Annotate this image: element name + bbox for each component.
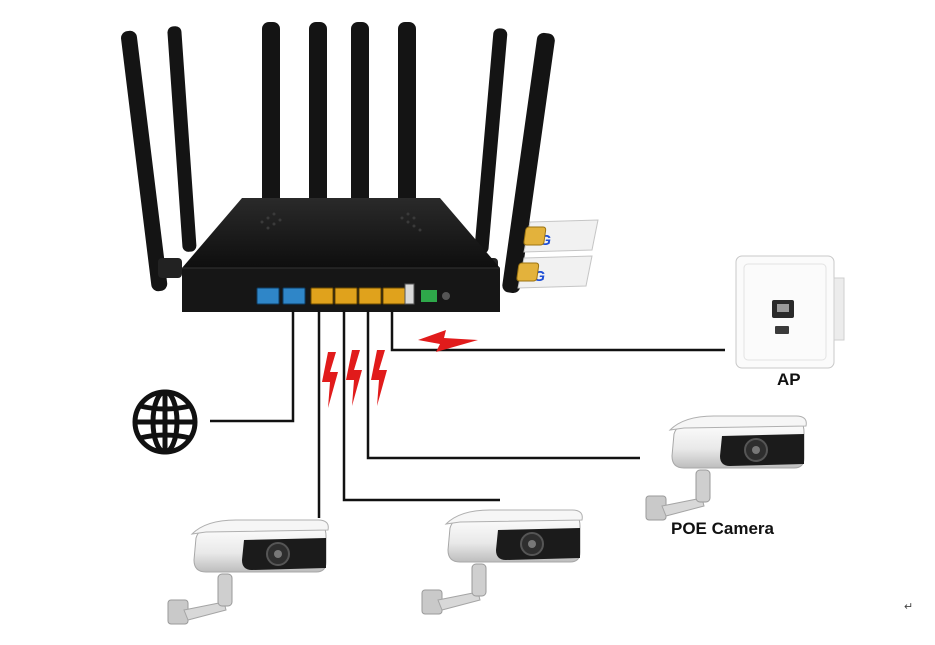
sim-chip-icon: [523, 226, 547, 246]
poe-camera-label: POE Camera: [671, 519, 774, 538]
lightning-bolt-icon: [418, 330, 478, 352]
wan-to-internet-line: [210, 310, 295, 423]
antenna: [474, 28, 508, 254]
lightning-bolt-icon: [371, 350, 387, 406]
poe-camera-middle: [421, 509, 584, 615]
connection-lines: [210, 310, 725, 518]
wan-port: [256, 287, 280, 305]
antenna: [502, 32, 555, 294]
lan-port: [310, 287, 334, 305]
power-connector: [421, 290, 437, 302]
lan-to-ap-line: [390, 310, 725, 352]
lan-port: [334, 287, 358, 305]
wan-port: [282, 287, 306, 305]
router: [182, 198, 500, 312]
lightning-bolt-icon: [322, 352, 338, 408]
lan-to-camera-middle-line: [342, 310, 500, 502]
return-mark: ↵: [904, 601, 914, 613]
poe-camera-left: [167, 519, 330, 625]
lan-port: [382, 287, 406, 305]
antenna: [351, 22, 369, 212]
ap-label: AP: [777, 370, 801, 389]
globe-icon: [132, 389, 198, 455]
lan-to-camera-right-line: [366, 310, 640, 460]
sim-chip-icon: [516, 262, 540, 282]
lightning-bolt-icon: [346, 350, 362, 406]
antenna: [262, 22, 280, 212]
lan-port: [358, 287, 382, 305]
antenna: [398, 22, 416, 212]
sim-card: 5G: [523, 219, 599, 253]
antenna: [121, 30, 168, 292]
access-point-device: [735, 255, 845, 369]
poe-camera-right: [645, 415, 808, 521]
antenna: [167, 26, 197, 252]
antenna: [309, 22, 327, 212]
usb-jack: [775, 326, 789, 334]
usb-port: [404, 283, 415, 305]
sim-card: 5G: [516, 255, 593, 289]
